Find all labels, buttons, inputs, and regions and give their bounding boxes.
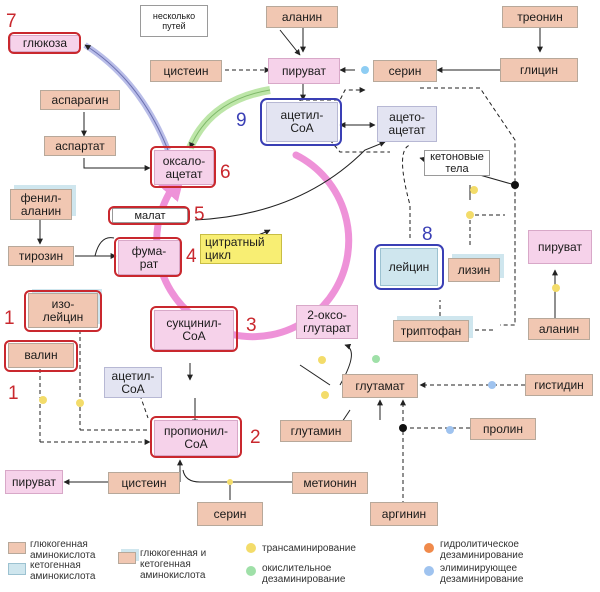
node-malate: малат <box>112 208 188 223</box>
callout-several-paths: несколько путей <box>140 5 208 37</box>
node-alanine-top: аланин <box>266 6 338 28</box>
legend-dot-eliminating <box>424 566 434 576</box>
legend-swatch-gluco-keto <box>118 552 136 564</box>
node-serine-top: серин <box>373 60 437 82</box>
node-acetoacetate: ацето- ацетат <box>377 106 437 142</box>
marker-6: 6 <box>220 162 231 183</box>
highlight-fumarate <box>114 237 182 277</box>
node-oxaloacetate: оксало- ацетат <box>154 150 214 185</box>
node-2-oxoglutarate: 2-оксо- глутарат <box>296 305 358 339</box>
legend-dot-oxidative <box>246 566 256 576</box>
node-citric-cycle: цитратный цикл <box>200 234 282 264</box>
node-proline: пролин <box>470 418 536 440</box>
marker-8: 8 <box>422 224 433 245</box>
marker-1-valine: 1 <box>8 383 19 404</box>
marker-2: 2 <box>250 427 261 448</box>
node-aspartate: аспартат <box>44 136 116 156</box>
legend-dot-transamination <box>246 543 256 553</box>
node-glutamine: глутамин <box>280 420 352 442</box>
node-asparagine: аспарагин <box>40 90 120 110</box>
node-histidine: гистидин <box>525 374 593 396</box>
node-leucine: лейцин <box>380 248 438 286</box>
legend-gluco-keto: глюкогенная и кетогенная аминокислота <box>140 548 207 581</box>
highlight-propionyl-coa <box>150 416 242 458</box>
node-tyrosine: тирозин <box>8 246 74 266</box>
node-tryptophan: триптофан <box>393 320 469 342</box>
node-phenylalanine: фенил- аланин <box>10 189 72 220</box>
highlight-valine <box>4 340 78 372</box>
node-cysteine-bottom: цистеин <box>108 472 180 494</box>
node-succinyl-coa: сукцинил- CoA <box>154 310 234 350</box>
highlight-succinyl-coa <box>150 306 238 352</box>
legend-dot-hydrolytic <box>424 543 434 553</box>
highlight-leucine <box>374 244 444 290</box>
node-propionyl-coa: пропионил- CoA <box>154 420 238 456</box>
highlight-acetyl-coa <box>260 98 342 146</box>
legend-ketogenic: кетогенная аминокислота <box>30 560 96 582</box>
legend-glucogenic: глюкогенная аминокислота <box>30 539 96 561</box>
marker-7: 7 <box>6 11 17 32</box>
legend-hydrolytic: гидролитическое дезаминирование <box>440 539 524 561</box>
node-lysine: лизин <box>448 258 500 282</box>
marker-5: 5 <box>194 204 205 225</box>
legend-eliminating: элиминирующее дезаминирование <box>440 563 524 585</box>
node-acetyl-coa: ацетил- CoA <box>266 102 338 142</box>
node-acetyl-coa-small: ацетил- CoA <box>104 367 162 398</box>
node-alanine-right: аланин <box>528 318 590 340</box>
node-serine-bottom: серин <box>197 502 263 526</box>
legend-swatch-glucogenic <box>8 542 26 554</box>
callout-ketone-bodies: кетоновые тела <box>424 150 490 176</box>
marker-1-isoleucine: 1 <box>4 308 15 329</box>
node-pyruvate-right: пируват <box>528 230 592 264</box>
node-glucose: глюкоза <box>10 35 80 52</box>
legend-swatch-ketogenic <box>8 563 26 575</box>
node-valine: валин <box>8 343 74 368</box>
node-fumarate: фума- рат <box>118 240 180 275</box>
node-glycine: глицин <box>500 58 578 82</box>
node-isoleucine: изо- лейцин <box>28 293 98 328</box>
marker-9: 9 <box>236 110 247 131</box>
highlight-malate <box>108 206 190 225</box>
node-methionine: метионин <box>292 472 368 494</box>
legend-oxidative: окислительное дезаминирование <box>262 563 346 585</box>
node-pyruvate-top: пируват <box>268 58 340 84</box>
node-glutamate: глутамат <box>342 374 418 398</box>
highlight-glucose <box>8 32 81 54</box>
node-cysteine-top: цистеин <box>150 60 222 82</box>
legend-transamination: трансаминирование <box>262 543 356 554</box>
highlight-oxaloacetate <box>150 146 216 188</box>
marker-4: 4 <box>186 246 197 267</box>
node-arginine: аргинин <box>370 502 438 526</box>
node-threonine: треонин <box>502 6 578 28</box>
pyruvate-oxaloacetate-arrow <box>186 86 271 150</box>
highlight-isoleucine <box>24 290 102 332</box>
marker-3: 3 <box>246 315 257 336</box>
node-pyruvate-bottom: пируват <box>5 470 63 494</box>
